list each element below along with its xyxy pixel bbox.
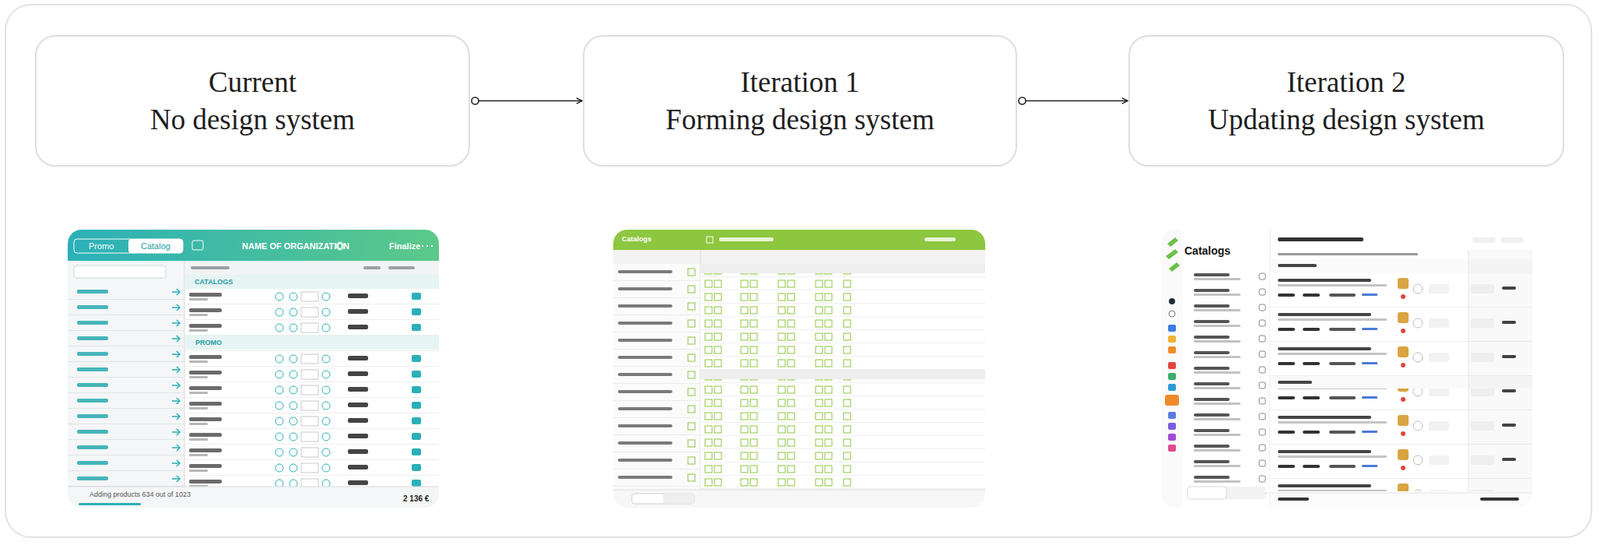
stage-subtitle: Updating design system: [1207, 101, 1485, 139]
screenshot-current: [67, 229, 439, 508]
stage-box: CurrentNo design system: [35, 35, 471, 167]
screenshot-text: PROMO: [195, 338, 222, 347]
stage-box: Iteration 2Updating design system: [1128, 35, 1565, 167]
screenshot-text: CATALOGS: [194, 277, 233, 286]
stage-title: Iteration 1: [740, 63, 860, 102]
arrow-line: [1025, 100, 1128, 102]
screenshot-text: Catalog: [140, 241, 171, 252]
arrow-origin-dot: [1018, 97, 1026, 105]
screenshot-text: Finalize: [389, 241, 421, 252]
screenshot-text: Adding products 634 out of 1023: [89, 490, 191, 499]
flow-arrow: [1018, 97, 1128, 105]
stage-subtitle: No design system: [150, 101, 355, 139]
arrow-line: [478, 100, 583, 102]
stage-box: Iteration 1Forming design system: [582, 35, 1018, 167]
screenshot-text: Catalogs: [621, 235, 652, 243]
stage-subtitle: Forming design system: [665, 101, 934, 139]
screenshot-text: Promo: [88, 241, 114, 252]
arrow-origin-dot: [471, 97, 479, 105]
screenshot-iteration-2: [1161, 229, 1533, 508]
screenshot-iteration-1: [613, 229, 986, 508]
stage-title: Current: [208, 63, 297, 102]
stage-title: Iteration 2: [1286, 63, 1406, 102]
flow-arrow: [471, 97, 583, 105]
screenshot-text: NAME OF ORGANIZATION: [242, 241, 350, 252]
screenshot-text: 2 136 €: [403, 494, 429, 504]
screenshot-text: Catalogs: [1184, 244, 1231, 257]
